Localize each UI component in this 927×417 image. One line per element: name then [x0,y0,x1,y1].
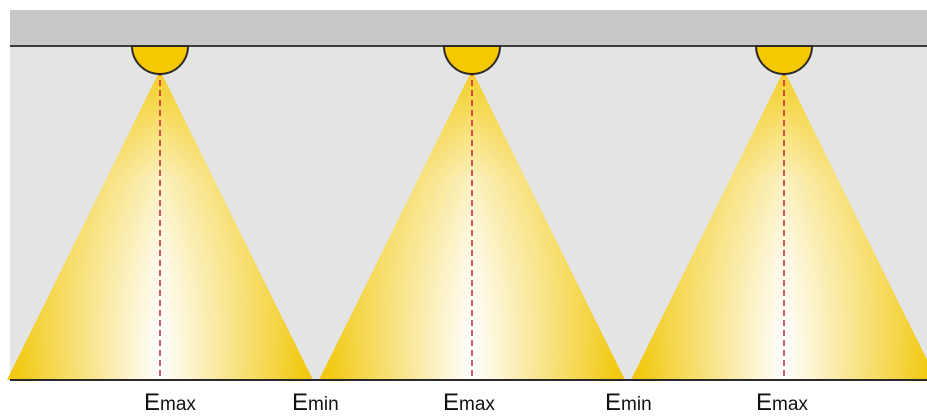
floor-label-emin-2: Emin [605,389,652,416]
floor-label-emax-1: Emax [144,389,196,416]
floor-label-emax-3: Emax [756,389,808,416]
luminaire-2 [442,45,502,75]
luminaire-1 [130,45,190,75]
floor-label-emin-1: Emin [292,389,339,416]
ceiling [10,10,927,46]
light-beam-glow-3 [631,70,927,380]
light-beams [7,70,927,380]
beam-axis-lines [159,60,785,380]
floor-labels: Emax Emin Emax Emin Emax [144,389,808,416]
floor-label-emax-2: Emax [443,389,495,416]
luminaire-3 [754,45,814,75]
luminaires [130,45,814,75]
